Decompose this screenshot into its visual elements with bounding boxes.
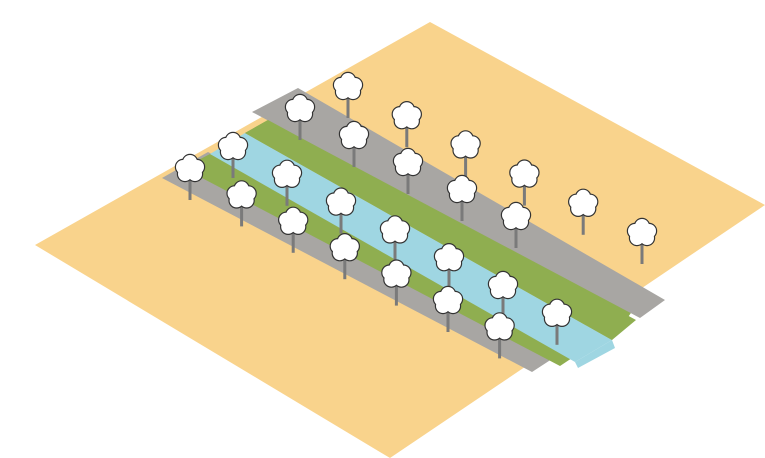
tree bbox=[332, 71, 364, 118]
tree bbox=[568, 188, 599, 235]
tree bbox=[626, 217, 658, 264]
tree bbox=[271, 159, 303, 206]
tree bbox=[432, 285, 464, 332]
tree bbox=[226, 180, 257, 227]
tree-crown bbox=[517, 168, 532, 183]
tree-crown bbox=[509, 211, 523, 225]
green-verge-southwest bbox=[183, 154, 590, 366]
tree bbox=[433, 242, 465, 290]
tree-crown bbox=[389, 268, 404, 283]
tree-crown bbox=[280, 168, 294, 183]
tree bbox=[325, 187, 357, 234]
tree-crown bbox=[576, 197, 591, 212]
tree-crown bbox=[347, 130, 361, 144]
canal bbox=[210, 133, 612, 362]
tree-crown bbox=[399, 110, 414, 125]
tree-layer bbox=[174, 71, 658, 359]
tree-crown bbox=[293, 103, 307, 117]
tree-crown bbox=[341, 81, 355, 95]
tree-crown bbox=[388, 224, 402, 239]
tree bbox=[391, 100, 422, 148]
tree-crown bbox=[635, 227, 649, 241]
canal-end bbox=[575, 340, 615, 368]
tree-crown bbox=[492, 321, 507, 336]
tree bbox=[329, 232, 360, 280]
tree bbox=[484, 312, 515, 359]
tree bbox=[381, 259, 412, 306]
tree bbox=[392, 147, 424, 194]
tree-crown bbox=[550, 307, 564, 322]
tree bbox=[284, 93, 316, 140]
tree-crown bbox=[401, 157, 415, 171]
tree-crown bbox=[286, 215, 301, 230]
tree-crown bbox=[441, 295, 455, 309]
tree-crown bbox=[496, 280, 510, 294]
tree bbox=[509, 159, 540, 206]
tree-crown bbox=[234, 189, 249, 204]
tree-crown bbox=[334, 196, 348, 211]
tree-crown bbox=[226, 141, 240, 155]
tree bbox=[217, 131, 249, 178]
tree-crown bbox=[455, 184, 469, 198]
tree-crown bbox=[183, 163, 197, 177]
tree bbox=[487, 270, 519, 317]
tree bbox=[541, 298, 573, 345]
tree bbox=[500, 201, 532, 248]
tree bbox=[450, 130, 481, 177]
tree-crown bbox=[442, 252, 456, 267]
tree bbox=[379, 215, 411, 262]
tree bbox=[278, 206, 309, 253]
green-verge-northeast-edge bbox=[245, 120, 636, 340]
tree-crown bbox=[337, 242, 352, 257]
tree bbox=[446, 174, 478, 221]
tree bbox=[174, 153, 206, 200]
tree bbox=[338, 120, 370, 167]
tree-crown bbox=[458, 139, 473, 154]
